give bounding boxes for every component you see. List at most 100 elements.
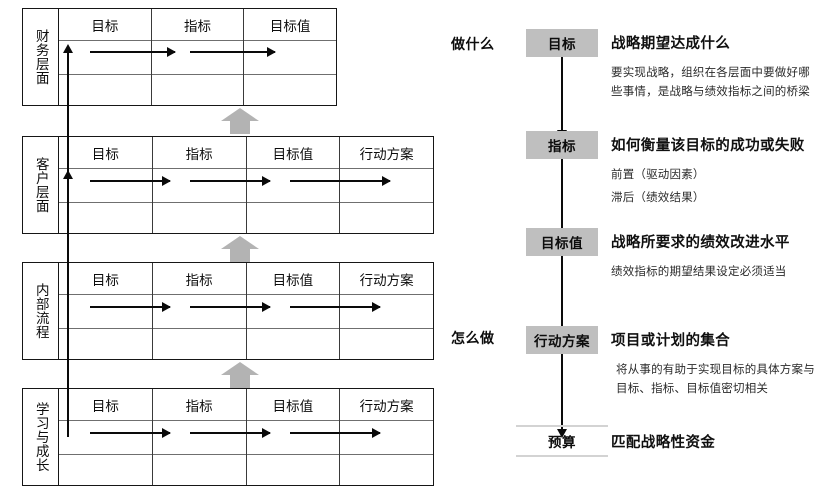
flow-connector-3 [557, 256, 567, 338]
flow-arrow-goal-to-measure [90, 428, 171, 438]
column-row-empty [340, 329, 433, 359]
definition-body-target-value: 绩效指标的期望结果设定必须适当 [611, 264, 787, 278]
causal-arrow-learning-to-process [67, 304, 69, 437]
column-row-arrow [59, 169, 152, 203]
group-label-what: 做什么 [451, 37, 495, 53]
column-row-arrow [152, 421, 246, 455]
column-initiative: 行动方案 [339, 389, 433, 485]
definition-body-initiative: 将从事的有助于实现目标的具体方案与目标、指标、目标值密切相关 [616, 362, 815, 395]
flow-arrow-target-to-initiative [290, 428, 381, 438]
definition-title-initiative: 项目或计划的集合 [611, 333, 731, 349]
flow-arrow-measure-to-target [190, 428, 271, 438]
column-row-arrow [59, 421, 152, 455]
definition-title-budget: 匹配战略性资金 [611, 435, 716, 451]
block-arrow-shaft [230, 247, 250, 262]
column-row-arrow [340, 421, 433, 455]
column-header: 行动方案 [340, 263, 433, 295]
flow-box-initiative[interactable]: 行动方案 [526, 326, 598, 354]
flow-connector-1 [557, 57, 567, 139]
column-row-arrow [151, 41, 244, 75]
column-row-empty [152, 75, 244, 105]
column-initiative: 行动方案 [339, 137, 433, 233]
column-row-empty [59, 203, 152, 233]
column-row-empty [59, 329, 152, 359]
column-row-empty [59, 75, 151, 105]
column-header: 目标值 [246, 389, 340, 421]
causal-arrow-process-to-customer [63, 170, 73, 311]
flow-arrow-measure-to-target [190, 176, 271, 186]
flow-arrow-target-to-initiative [290, 302, 381, 312]
causal-arrow-customer-to-financial [63, 44, 73, 185]
column-target: 目标值 [245, 263, 340, 359]
definition-title-objective: 战略期望达成什么 [611, 36, 731, 52]
column-header: 目标 [59, 9, 151, 41]
column-row-empty [247, 203, 340, 233]
column-header: 目标 [59, 389, 152, 421]
column-row-empty [153, 329, 246, 359]
block-arrow-head [221, 362, 259, 375]
bsc-table-learning-growth: 学习与成长 目标 指标 目标值 行动方案 [22, 388, 434, 486]
column-header: 指标 [151, 9, 244, 41]
column-row-empty [153, 203, 246, 233]
column-target: 目标值 [245, 137, 340, 233]
column-row-arrow [152, 295, 246, 329]
column-row-arrow [246, 295, 340, 329]
column-header: 目标值 [246, 263, 340, 295]
block-arrow-head [221, 108, 259, 121]
column-row-empty [340, 203, 433, 233]
column-header: 指标 [152, 263, 246, 295]
perspective-label: 学习与成长 [32, 402, 49, 472]
column-row-empty [340, 455, 433, 485]
block-arrow-shaft [230, 119, 250, 134]
bsc-table-financial: 财务层面 目标 指标 目标值 [22, 8, 337, 106]
upward-block-arrow-3 [221, 362, 259, 388]
flow-arrow-target-to-initiative [290, 176, 391, 186]
column-initiative: 行动方案 [339, 263, 433, 359]
flow-box-measure[interactable]: 指标 [526, 131, 598, 159]
definition-title-target-value: 战略所要求的绩效改进水平 [611, 235, 790, 251]
column-row-arrow [340, 295, 433, 329]
column-goal: 目标 [59, 389, 152, 485]
column-header: 目标 [59, 137, 152, 169]
column-measure: 指标 [151, 263, 246, 359]
perspective-label: 财务层面 [32, 29, 49, 85]
flow-box-objective[interactable]: 目标 [526, 29, 598, 57]
flow-box-budget[interactable]: 预算 [516, 425, 608, 457]
column-row-arrow [59, 41, 151, 75]
bsc-table-customer: 客户层面 目标 指标 目标值 行动方案 [22, 136, 434, 234]
column-row-arrow [152, 169, 246, 203]
column-row-empty [244, 75, 336, 105]
column-measure: 指标 [150, 9, 244, 105]
definition-body-measure-leading: 前置（驱动因素） [611, 167, 705, 181]
column-row-empty [59, 455, 152, 485]
perspective-cell-financial: 财务层面 [23, 9, 59, 105]
column-header: 指标 [152, 389, 246, 421]
perspective-cell-customer: 客户层面 [23, 137, 59, 233]
block-arrow-head [221, 236, 259, 249]
column-row-empty [247, 329, 340, 359]
column-goal: 目标 [59, 137, 152, 233]
perspective-label: 内部流程 [32, 283, 49, 339]
flow-box-target-value[interactable]: 目标值 [526, 228, 598, 256]
perspective-cell-learning-growth: 学习与成长 [23, 389, 59, 485]
group-label-how: 怎么做 [451, 331, 495, 347]
column-row-arrow [246, 421, 340, 455]
column-goal: 目标 [59, 263, 152, 359]
column-header: 行动方案 [340, 389, 433, 421]
block-arrow-shaft [230, 373, 250, 388]
column-row-empty [153, 455, 246, 485]
column-row-arrow [340, 169, 433, 203]
definition-title-measure: 如何衡量该目标的成功或失败 [611, 138, 805, 154]
flow-arrow-goal-to-measure [90, 47, 176, 57]
column-goal: 目标 [59, 9, 151, 105]
flow-arrow-goal-to-measure [90, 176, 171, 186]
flow-arrow-goal-to-measure [90, 302, 171, 312]
column-target: 目标值 [245, 389, 340, 485]
column-header: 行动方案 [340, 137, 433, 169]
upward-block-arrow-1 [221, 108, 259, 134]
flow-arrow-measure-to-target [190, 302, 271, 312]
column-measure: 指标 [151, 137, 246, 233]
column-header: 目标值 [246, 137, 340, 169]
flow-arrow-measure-to-target [190, 47, 276, 57]
